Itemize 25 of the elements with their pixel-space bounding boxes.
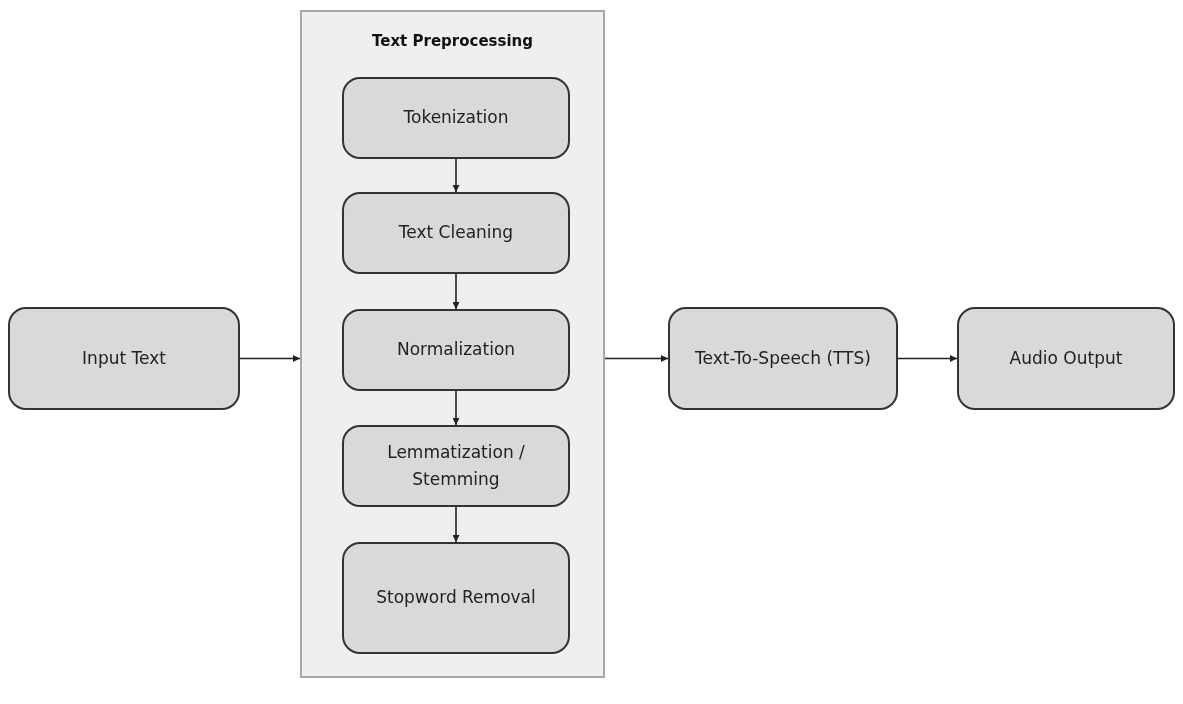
box-label: Normalization <box>395 338 517 362</box>
arrow <box>604 355 669 362</box>
process-box <box>957 307 1175 410</box>
process-box <box>342 192 570 274</box>
box-label: Audio Output <box>1008 346 1124 370</box>
process-box <box>342 309 570 391</box>
process-box <box>342 542 570 654</box>
box-label: Stopword Removal <box>375 586 537 610</box>
process-box <box>8 307 240 410</box>
process-box <box>668 307 898 410</box>
group-panel <box>300 10 605 678</box>
arrow <box>239 355 301 362</box>
arrow <box>897 355 958 362</box>
box-label: Tokenization <box>402 106 510 130</box>
box-label: Input Text <box>81 346 167 370</box>
process-box <box>342 77 570 159</box>
arrow <box>452 158 460 193</box>
arrow <box>452 273 460 310</box>
process-box <box>342 425 570 507</box>
arrow <box>452 390 460 426</box>
box-label: Text-To-Speech (TTS) <box>694 346 872 370</box>
box-label: Lemmatization / Stemming <box>386 440 526 491</box>
group-title: Text Preprocessing <box>371 32 534 50</box>
box-label: Text Cleaning <box>397 221 515 245</box>
arrow <box>452 506 460 543</box>
